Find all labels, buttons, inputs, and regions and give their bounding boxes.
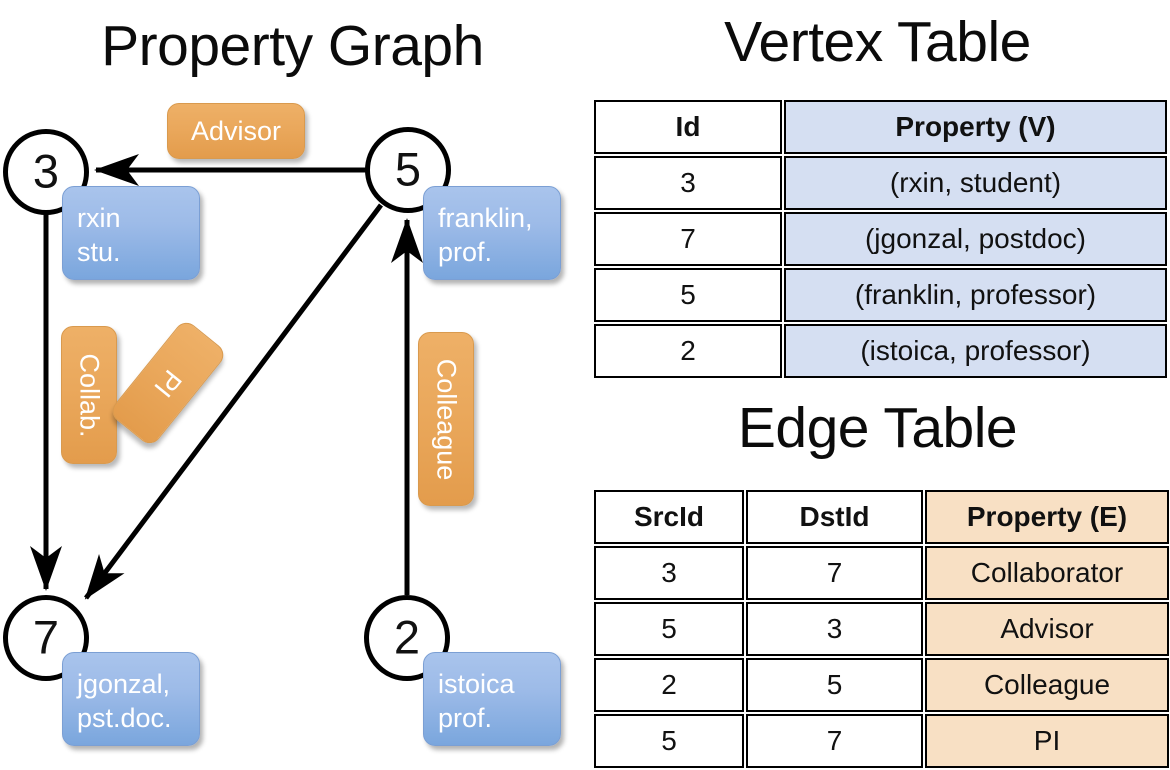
edge-label-advisor: Advisor: [167, 103, 305, 159]
node-property-box-istoica: istoica prof.: [423, 652, 561, 746]
vertex-cell-id: 7: [594, 212, 782, 266]
page-title-property-graph: Property Graph: [101, 14, 484, 78]
table-header-row: Id Property (V): [594, 100, 1167, 154]
edge-label-collab-text: Collab.: [74, 352, 105, 438]
vertex-table: Id Property (V) 3 (rxin, student) 7 (jgo…: [592, 98, 1169, 380]
table-row: 3 7 Collaborator: [594, 546, 1169, 600]
vertex-header-id: Id: [594, 100, 782, 154]
edge-cell-srcid: 2: [594, 658, 744, 712]
edge-label-colleague: Colleague: [418, 332, 474, 506]
edge-cell-property: Collaborator: [925, 546, 1169, 600]
edge-label-advisor-text: Advisor: [190, 115, 282, 146]
property-graph-diagram: Advisor Collab. PI Colleague 3 5 7 2 rxi…: [0, 0, 585, 760]
vertex-cell-property: (jgonzal, postdoc): [784, 212, 1167, 266]
edge-cell-dstid: 7: [746, 714, 923, 768]
edge-label-collab: Collab.: [61, 326, 117, 464]
vertex-cell-property: (franklin, professor): [784, 268, 1167, 322]
graph-node-5-label: 5: [394, 142, 422, 196]
table-row: 3 (rxin, student): [594, 156, 1167, 210]
vertex-cell-property: (istoica, professor): [784, 324, 1167, 378]
edge-label-colleague-text: Colleague: [431, 358, 462, 480]
edge-cell-srcid: 3: [594, 546, 744, 600]
edge-cell-property: Colleague: [925, 658, 1169, 712]
edge-label-pi: PI: [107, 317, 229, 449]
edge-cell-dstid: 3: [746, 602, 923, 656]
graph-node-2-label: 2: [393, 610, 421, 664]
edge-header-dstid: DstId: [746, 490, 923, 544]
edge-cell-dstid: 7: [746, 546, 923, 600]
edge-cell-property: Advisor: [925, 602, 1169, 656]
graph-node-2: 2: [364, 595, 450, 681]
page-title-vertex-table: Vertex Table: [724, 10, 1031, 74]
graph-node-5: 5: [365, 127, 451, 213]
vertex-cell-id: 2: [594, 324, 782, 378]
table-row: 5 3 Advisor: [594, 602, 1169, 656]
vertex-header-property: Property (V): [784, 100, 1167, 154]
graph-node-3-label: 3: [32, 144, 60, 198]
edge-table: SrcId DstId Property (E) 3 7 Collaborato…: [592, 488, 1170, 770]
vertex-cell-id: 5: [594, 268, 782, 322]
edge-header-srcid: SrcId: [594, 490, 744, 544]
edge-label-pi-text: PI: [148, 363, 189, 403]
edge-cell-srcid: 5: [594, 714, 744, 768]
node-property-box-jgonzal: jgonzal, pst.doc.: [62, 652, 200, 746]
table-row: 7 (jgonzal, postdoc): [594, 212, 1167, 266]
edge-cell-srcid: 5: [594, 602, 744, 656]
edge-cell-dstid: 5: [746, 658, 923, 712]
table-row: 5 (franklin, professor): [594, 268, 1167, 322]
table-header-row: SrcId DstId Property (E): [594, 490, 1169, 544]
page-title-edge-table: Edge Table: [737, 396, 1018, 460]
table-row: 2 5 Colleague: [594, 658, 1169, 712]
node-property-box-rxin: rxin stu.: [62, 186, 200, 280]
table-row: 2 (istoica, professor): [594, 324, 1167, 378]
table-row: 5 7 PI: [594, 714, 1169, 768]
graph-node-7-label: 7: [32, 610, 60, 664]
node-property-box-franklin: franklin, prof.: [423, 186, 561, 280]
edge-header-property: Property (E): [925, 490, 1169, 544]
vertex-cell-property: (rxin, student): [784, 156, 1167, 210]
vertex-cell-id: 3: [594, 156, 782, 210]
